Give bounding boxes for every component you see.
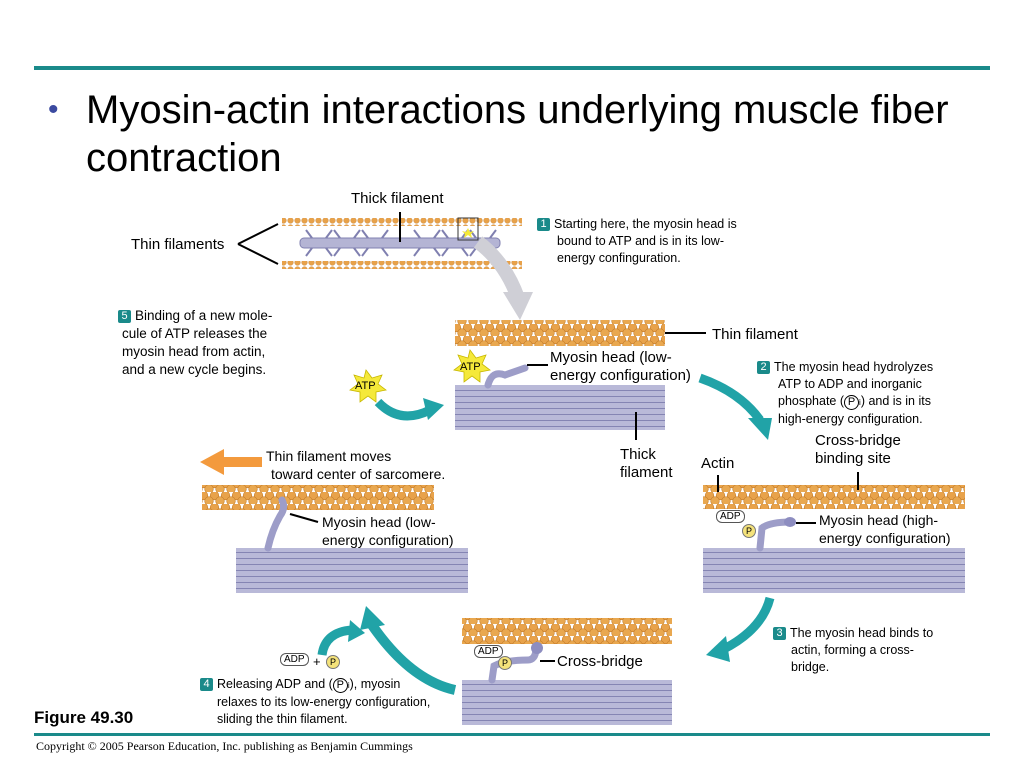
label-thin-filament-moves: Thin filament moves toward center of sar… <box>266 448 446 482</box>
pi-symbol: P <box>332 678 348 693</box>
atp-input <box>349 369 444 421</box>
adp-chip-released: ADP <box>280 653 309 666</box>
label-myosin-head-low-left: Myosin head (low- energy configuration) <box>322 514 454 548</box>
step-number: 2 <box>757 361 770 374</box>
sarcomere-overview <box>237 212 533 320</box>
bottom-rule <box>34 733 990 736</box>
label-actin: Actin <box>701 455 735 472</box>
label-thick-filament-top: Thick filament <box>351 190 444 207</box>
movement-arrow <box>200 449 262 475</box>
label-cross-bridge-binding-site: Cross-bridge binding site <box>815 432 901 467</box>
figure-label: Figure 49.30 <box>34 708 134 727</box>
pi-symbol: P <box>844 395 860 410</box>
stage-2-diagram <box>703 472 965 593</box>
atp-label-5: ATP <box>355 380 376 392</box>
atp-star-1 <box>453 349 491 383</box>
top-rule <box>34 66 990 70</box>
step-number: 1 <box>537 218 550 231</box>
p-chip-stage3: P <box>498 656 512 670</box>
atp-star-5 <box>349 369 387 403</box>
curved-arrow-icon <box>698 373 764 423</box>
atp-label-1: ATP <box>460 361 481 373</box>
p-chip-stage2: P <box>742 524 756 538</box>
curved-arrow-icon <box>719 596 775 655</box>
label-cross-bridge: Cross-bridge <box>557 653 643 670</box>
step-number: 5 <box>118 310 131 323</box>
label-thin-filaments: Thin filaments <box>131 236 225 253</box>
curved-arrow-icon <box>317 625 353 656</box>
stage-4-diagram <box>202 485 468 593</box>
label-thick-filament-center: Thick filament <box>620 446 673 481</box>
label-thin-filament: Thin filament <box>712 326 798 343</box>
label-myosin-head-high: Myosin head (high- energy configuration) <box>819 512 951 546</box>
title-bullet: • <box>48 93 59 126</box>
label-myosin-head-low-center: Myosin head (low- energy configuration) <box>550 349 691 384</box>
stage-1-diagram <box>453 320 706 440</box>
curved-arrow-icon <box>367 622 457 695</box>
copyright-notice: Copyright © 2005 Pearson Education, Inc.… <box>36 739 413 753</box>
adp-chip-stage3: ADP <box>474 645 503 658</box>
step-number: 4 <box>200 678 213 691</box>
step-number: 3 <box>773 627 786 640</box>
plus-sign: + <box>313 654 321 669</box>
title-text: Myosin-actin interactions underlying mus… <box>86 88 949 180</box>
adp-chip-stage2: ADP <box>716 510 745 523</box>
p-chip-released: P <box>326 655 340 669</box>
curved-arrow-icon <box>374 398 433 421</box>
stage-3-diagram <box>462 618 672 725</box>
